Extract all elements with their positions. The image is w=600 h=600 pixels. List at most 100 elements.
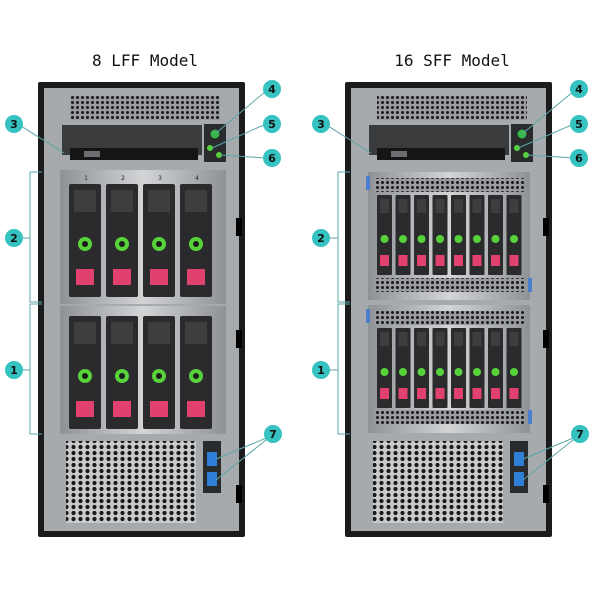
lff-slot-number: 3 xyxy=(158,175,162,182)
drive-status-led xyxy=(436,368,444,376)
drive-release-button[interactable] xyxy=(472,388,482,399)
drive-status-led xyxy=(380,368,389,376)
lff-optical-eject-button[interactable] xyxy=(84,151,100,157)
sff-cage-lower-vent-bottom xyxy=(374,410,524,424)
sff-drive-label-area xyxy=(398,332,408,346)
lff-server-chassis: 1 2 3 4 xyxy=(38,82,245,537)
drive-release-button[interactable] xyxy=(435,388,445,399)
sff-nic-led xyxy=(523,152,529,158)
drive-release-button[interactable] xyxy=(113,269,131,285)
lff-health-led xyxy=(207,145,213,151)
svg-text:5: 5 xyxy=(575,118,583,131)
drive-release-button[interactable] xyxy=(76,401,94,417)
drive-release-button[interactable] xyxy=(454,388,463,399)
drive-status-led-center xyxy=(156,373,162,379)
drive-status-led xyxy=(399,368,407,376)
lff-drive-label-area xyxy=(74,322,96,344)
sff-top-vent xyxy=(377,96,527,120)
sff-drive-label-area xyxy=(472,332,482,346)
callout-badge-3: 3 xyxy=(312,115,330,133)
sff-drive-label-area xyxy=(491,332,500,346)
sff-drive-label-area xyxy=(472,199,482,213)
sff-cage-lower-vent-top xyxy=(374,311,524,325)
drive-release-button[interactable] xyxy=(472,255,482,266)
callout-badge-6: 6 xyxy=(570,149,588,167)
lff-slot-number: 1 xyxy=(84,175,88,182)
sff-optical-eject-button[interactable] xyxy=(391,151,407,157)
drive-release-button[interactable] xyxy=(509,388,519,399)
lff-usb-port-2[interactable] xyxy=(207,472,217,486)
sff-front-vent xyxy=(373,441,503,523)
lff-slot-number: 2 xyxy=(121,175,125,182)
callout-badge-4: 4 xyxy=(570,80,588,98)
sff-usb-port-1[interactable] xyxy=(514,452,524,466)
sff-drive-label-area xyxy=(454,332,463,346)
lff-drive-label-area xyxy=(111,322,133,344)
drive-release-button[interactable] xyxy=(187,401,205,417)
lff-slot-number: 4 xyxy=(195,175,199,182)
sff-usb-port-2[interactable] xyxy=(514,472,524,486)
sff-drive-label-area xyxy=(509,332,519,346)
drive-status-led xyxy=(380,235,389,243)
drive-status-led-center xyxy=(193,241,199,247)
drive-status-led xyxy=(399,235,407,243)
drive-release-button[interactable] xyxy=(76,269,94,285)
drive-status-led xyxy=(510,235,518,243)
drive-release-button[interactable] xyxy=(509,255,519,266)
drive-status-led xyxy=(491,235,500,243)
sff-cage-latch xyxy=(528,278,532,292)
drive-release-button[interactable] xyxy=(187,269,205,285)
lff-drive-label-area xyxy=(185,190,207,212)
drive-status-led xyxy=(436,235,444,243)
callout-badge-4: 4 xyxy=(263,80,281,98)
svg-text:4: 4 xyxy=(268,83,276,96)
lff-side-fin xyxy=(236,330,242,348)
drive-release-button[interactable] xyxy=(417,255,426,266)
callout-badge-1: 1 xyxy=(5,361,23,379)
drive-status-led xyxy=(473,235,481,243)
drive-release-button[interactable] xyxy=(150,401,168,417)
lff-usb-port-1[interactable] xyxy=(207,452,217,466)
sff-drive-label-area xyxy=(454,199,463,213)
callout-badge-5: 5 xyxy=(570,115,588,133)
drive-release-button[interactable] xyxy=(150,269,168,285)
drive-status-led-center xyxy=(119,373,125,379)
lff-drive-label-area xyxy=(111,190,133,212)
drive-release-button[interactable] xyxy=(380,388,389,399)
sff-callouts: 2 1 3 4 5 6 7 xyxy=(312,80,589,443)
drive-release-button[interactable] xyxy=(435,255,445,266)
drive-release-button[interactable] xyxy=(417,388,426,399)
callout-badge-7: 7 xyxy=(571,425,589,443)
svg-text:1: 1 xyxy=(317,364,325,377)
sff-cage-upper-vent-bottom xyxy=(374,278,524,292)
drive-release-button[interactable] xyxy=(491,388,500,399)
drive-release-button[interactable] xyxy=(380,255,389,266)
drive-release-button[interactable] xyxy=(491,255,500,266)
sff-drive-label-area xyxy=(380,332,389,346)
drive-release-button[interactable] xyxy=(398,255,408,266)
drive-status-led-center xyxy=(156,241,162,247)
svg-text:7: 7 xyxy=(269,428,277,441)
callout-badge-3: 3 xyxy=(5,115,23,133)
sff-model-title: 16 SFF Model xyxy=(394,51,510,70)
drive-release-button[interactable] xyxy=(113,401,131,417)
drive-status-led xyxy=(454,235,463,243)
sff-cage-latch xyxy=(366,176,370,190)
sff-drive-label-area xyxy=(491,199,500,213)
svg-text:2: 2 xyxy=(10,232,18,245)
drive-release-button[interactable] xyxy=(454,255,463,266)
sff-cage-upper-vent-top xyxy=(374,178,524,192)
svg-text:2: 2 xyxy=(317,232,325,245)
svg-text:6: 6 xyxy=(268,152,276,165)
callout-badge-2: 2 xyxy=(5,229,23,247)
svg-text:3: 3 xyxy=(317,118,325,131)
sff-cage-latch xyxy=(366,309,370,323)
sff-server-chassis xyxy=(345,82,552,537)
drive-status-led xyxy=(473,368,481,376)
drive-status-led xyxy=(417,368,426,376)
sff-side-fin xyxy=(543,330,549,348)
sff-drive-label-area xyxy=(435,199,445,213)
lff-model-title: 8 LFF Model xyxy=(92,51,198,70)
drive-release-button[interactable] xyxy=(398,388,408,399)
